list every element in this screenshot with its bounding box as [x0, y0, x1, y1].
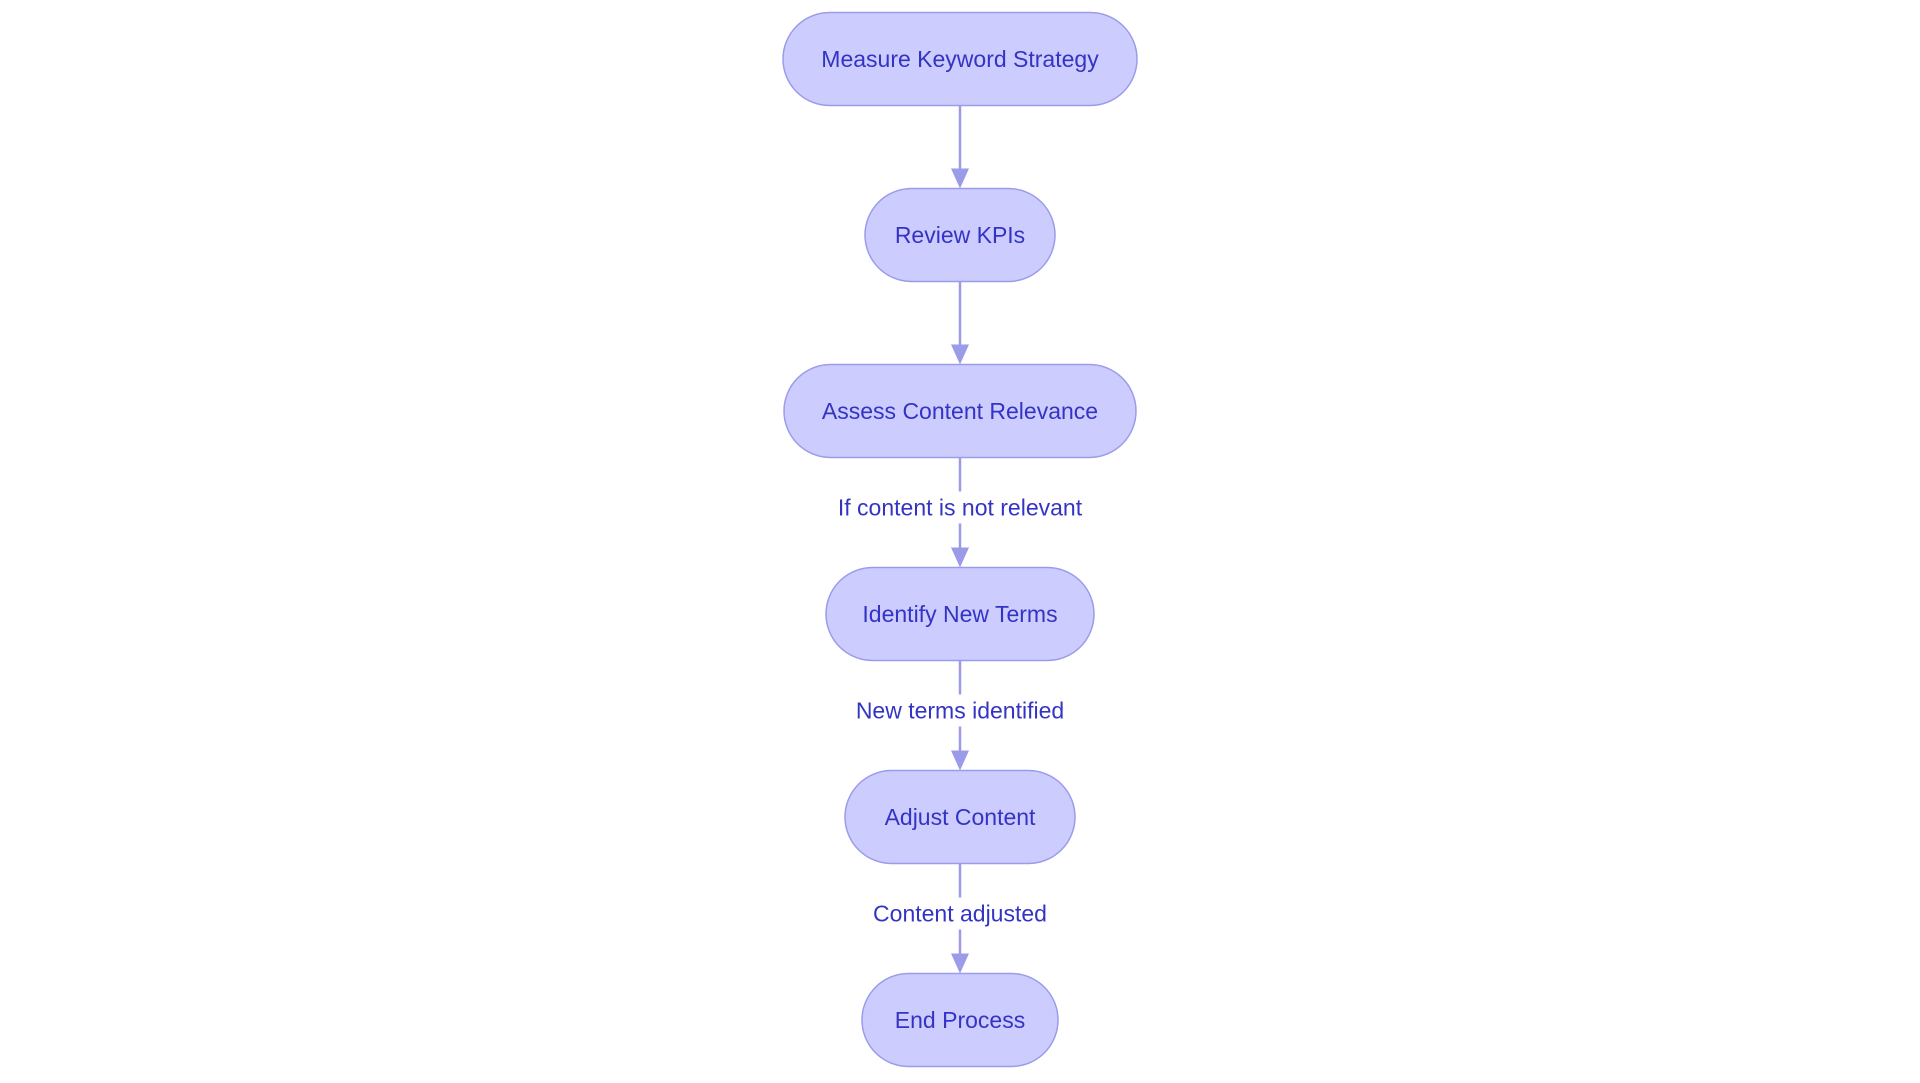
edge-identify-adjust: New terms identified: [839, 660, 1081, 771]
arrowhead-icon: [951, 750, 969, 771]
arrowhead-icon: [951, 547, 969, 568]
node-label: Identify New Terms: [862, 601, 1057, 627]
node-shape: [864, 187, 1056, 283]
node-label: Adjust Content: [885, 804, 1036, 830]
node-shape: [844, 769, 1076, 865]
edge-label: If content is not relevant: [838, 495, 1083, 521]
node-shape: [825, 566, 1095, 662]
node-identify: Identify New Terms: [825, 566, 1095, 662]
node-label: Measure Keyword Strategy: [821, 46, 1099, 72]
arrowhead-icon: [951, 168, 969, 189]
edge-measure-review: [951, 105, 969, 189]
arrowhead-icon: [951, 953, 969, 974]
edge-label: Content adjusted: [873, 901, 1047, 927]
node-assess: Assess Content Relevance: [783, 363, 1137, 459]
edge-adjust-end: Content adjusted: [862, 863, 1058, 974]
edge-label-background: [839, 694, 1081, 727]
node-label: Review KPIs: [895, 222, 1025, 248]
node-end: End Process: [861, 972, 1059, 1068]
edge-label: New terms identified: [856, 698, 1064, 724]
node-shape: [782, 11, 1138, 107]
edge-assess-identify: If content is not relevant: [804, 457, 1116, 568]
node-measure: Measure Keyword Strategy: [782, 11, 1138, 107]
edge-label-background: [862, 897, 1058, 930]
edge-review-assess: [951, 281, 969, 365]
arrowhead-icon: [951, 344, 969, 365]
node-adjust: Adjust Content: [844, 769, 1076, 865]
node-shape: [783, 363, 1137, 459]
node-label: End Process: [895, 1007, 1025, 1033]
node-label: Assess Content Relevance: [822, 398, 1098, 424]
edge-label-background: [804, 491, 1116, 524]
node-review: Review KPIs: [864, 187, 1056, 283]
node-shape: [861, 972, 1059, 1068]
